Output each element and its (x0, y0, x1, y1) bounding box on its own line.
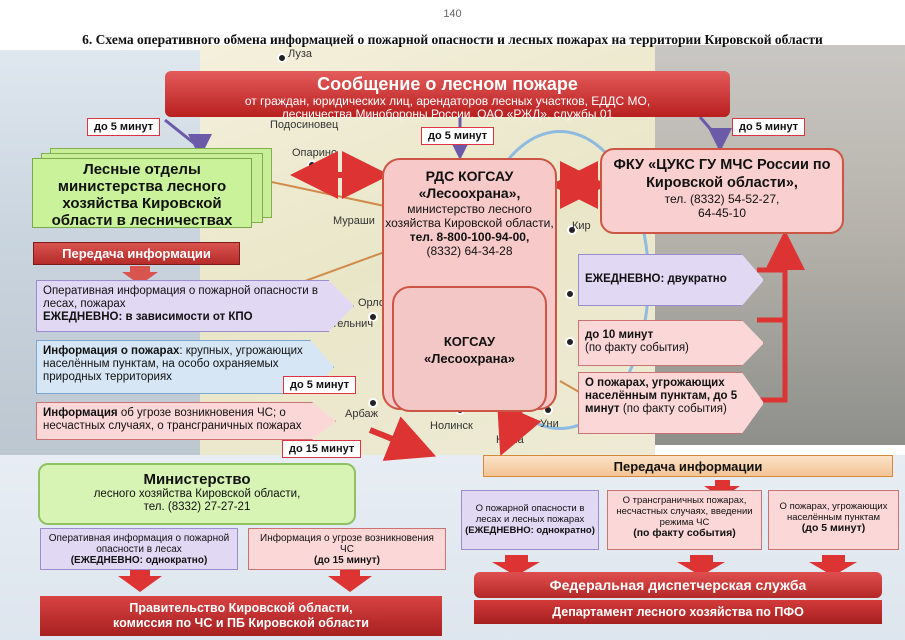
fire-report-banner: Сообщение о лесном пожаре от граждан, юр… (165, 71, 730, 121)
ministry-report-operational: Оперативная информация о пожарной опасно… (40, 528, 238, 570)
map-city-label: Уни (540, 418, 559, 430)
fku-tsuks-box: ФКУ «ЦУКС ГУ МЧС России по Кировской обл… (600, 148, 844, 234)
info-arrow-fires: Информация о пожарах: крупных, угрожающи… (36, 340, 334, 394)
rds-phone-main: тел. 8-800-100-94-00, (409, 230, 530, 244)
kogsau-line1: КОГСАУ (443, 334, 496, 349)
info-arrow-bold: ЕЖЕДНЕВНО: в зависимости от КПО (43, 311, 253, 323)
map-city-label: Арбаж (345, 408, 378, 420)
down-arrow (704, 480, 740, 498)
government-line1: Правительство Кировской области, (129, 601, 353, 615)
info-arrow-bold: Информация о пожарах (43, 345, 180, 357)
kirov-government-box: Правительство Кировской области, комисси… (40, 596, 442, 636)
info-arrow-text: : крупных, угрожающих населённым пунктам… (43, 345, 303, 383)
arrow-line (497, 402, 542, 457)
time-tag-right: до 5 минут (732, 118, 806, 136)
report-text: О пожарах, угрожающих населённым пунктам (779, 501, 888, 523)
map-city-dot (368, 312, 378, 322)
map-city-label: Мураши (333, 215, 375, 227)
fku-phone-alt: 64-45-10 (697, 206, 747, 220)
map-city-label: Кир (572, 220, 591, 232)
report-bold: (по факту события) (633, 527, 736, 539)
down-arrow (677, 555, 725, 576)
info-transfer-header-right: Передача информации (483, 455, 893, 477)
time-tag-center: до 5 минут (421, 127, 495, 145)
right-arrow-5min: О пожарах, угрожающих населённым пунктам… (578, 372, 764, 434)
report-bold: (ЕЖЕДНЕВНО: однократно) (70, 555, 208, 566)
report-text: О пожарной опасности в лесах и лесных по… (475, 503, 585, 525)
banner-subtitle-line1: от граждан, юридических лиц, арендаторов… (244, 94, 651, 108)
ministry-report-emergency: Информация о угрозе возникновения ЧС (до… (248, 528, 446, 570)
rds-phone-alt: (8332) 64-34-28 (426, 244, 513, 258)
map-city-dot (277, 53, 287, 63)
info-arrow-operational: Оперативная информация о пожарной опасно… (36, 280, 354, 332)
map-city-dot (565, 289, 575, 299)
forestry-department-pfo: Департамент лесного хозяйства по ПФО (474, 600, 882, 624)
right-arrow-bold: О пожарах, угрожающих населённым пунктам… (585, 377, 738, 415)
report-text: Информация о угрозе возникновения ЧС (260, 533, 434, 555)
report-bold: (до 15 минут) (314, 555, 380, 566)
kogsau-box: КОГСАУ «Лесоохрана» (392, 286, 547, 412)
map-city-label: Нолинск (430, 420, 473, 432)
ministry-box: Министерство лесного хозяйства Кировской… (38, 463, 356, 525)
federal-report-danger: О пожарной опасности в лесах и лесных по… (461, 490, 599, 550)
time-tag-left: до 5 минут (87, 118, 161, 136)
down-arrow (122, 266, 158, 285)
rds-title: РДС КОГСАУ «Лесоохрана», (418, 168, 521, 201)
rds-ministry: министерство лесного хозяйства Кировской… (385, 202, 554, 230)
down-arrow (328, 568, 372, 592)
arrow-line (368, 416, 437, 461)
kogsau-line2: «Лесоохрана» (424, 351, 515, 366)
federal-report-transborder: О трансграничных пожарах, несчастных слу… (607, 490, 762, 550)
info-transfer-header-left: Передача информации (33, 242, 240, 265)
report-bold: (до 5 минут) (801, 522, 866, 534)
map-city-label: Луза (288, 48, 313, 60)
down-arrow (118, 568, 162, 592)
map-city-dot (368, 398, 378, 408)
ministry-name: лесного хозяйства Кировской области, (93, 488, 301, 500)
map-city-dot (565, 337, 575, 347)
map-city-label: Подосиновец (270, 119, 339, 131)
right-arrow-10min: до 10 минут (по факту события) (578, 320, 764, 366)
info-arrow-emergency: Информация об угрозе возникновения ЧС; о… (36, 402, 336, 440)
page-number: 140 (443, 8, 462, 20)
government-line2: комиссия по ЧС и ПБ Кировской области (113, 616, 369, 630)
banner-subtitle-line2: лесничества Минобороны России, ОАО «РЖД»… (281, 107, 614, 121)
page-title: 6. Схема оперативного обмена информацией… (82, 32, 823, 47)
time-tag-mid-5: до 5 минут (283, 376, 357, 394)
report-text: О трансграничных пожарах, несчастных слу… (616, 495, 753, 528)
time-tag-mid-15: до 15 минут (282, 440, 362, 458)
report-bold: (ЕЖЕДНЕВНО: однократно) (465, 525, 595, 536)
down-arrow (492, 555, 540, 576)
fku-phone: тел. (8332) 54-52-27, (664, 192, 780, 206)
right-arrow-text: (по факту события) (619, 403, 727, 415)
ministry-title: Министерство (143, 471, 251, 488)
right-arrow-daily: ЕЖЕДНЕВНО: двукратно (578, 254, 764, 306)
federal-report-settlements: О пожарах, угрожающих населённым пунктам… (768, 490, 899, 550)
right-arrow-bold: до 10 минут (585, 329, 654, 341)
map-city-dot (567, 225, 577, 235)
forest-departments-box: Лесные отделы министерства лесного хозяй… (32, 158, 252, 229)
right-arrow-text: (по факту события) (585, 342, 689, 354)
banner-title: Сообщение о лесном пожаре (317, 74, 578, 94)
fku-title: ФКУ «ЦУКС ГУ МЧС России по Кировской обл… (613, 157, 831, 191)
ministry-phone: тел. (8332) 27-27-21 (143, 501, 251, 513)
arrow-line (698, 116, 732, 152)
right-arrow-text: ЕЖЕДНЕВНО: двукратно (585, 273, 727, 285)
federal-dispatch-service: Федеральная диспетчерская служба (474, 572, 882, 598)
info-arrow-bold: Информация (43, 407, 118, 419)
down-arrow (809, 555, 857, 576)
info-arrow-text: об угрозе возникновения ЧС; о несчастных… (43, 407, 302, 432)
report-text: Оперативная информация о пожарной опасно… (48, 533, 230, 555)
info-arrow-text: Оперативная информация о пожарной опасно… (43, 285, 319, 310)
